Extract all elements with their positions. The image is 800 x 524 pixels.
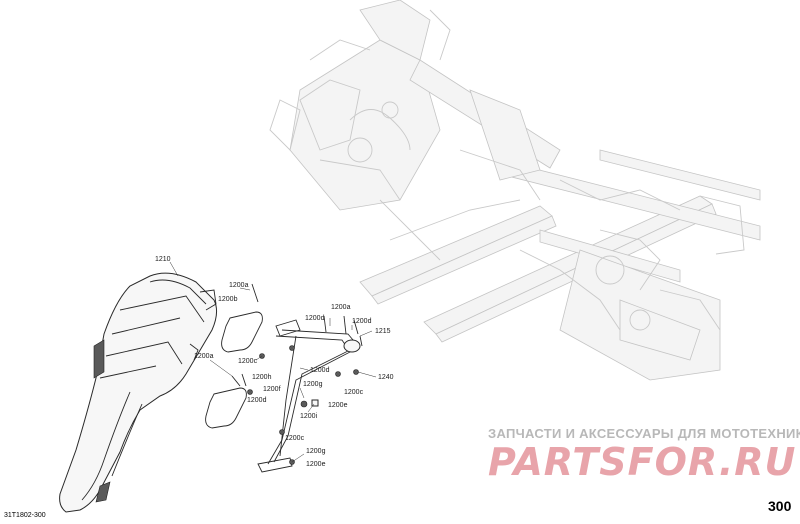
leader-lines bbox=[169, 261, 377, 463]
callout-1200i: 1200i bbox=[300, 413, 318, 420]
callout-labels: 1210 1200a 1200b 1200a 1200d 1215 1200d … bbox=[155, 256, 394, 468]
callout-1200f: 1200f bbox=[263, 386, 281, 393]
callout-1215: 1215 bbox=[375, 328, 391, 335]
bracket-assembly bbox=[205, 283, 363, 473]
callout-1200c: 1200c bbox=[344, 389, 364, 396]
callout-1200g: 1200g bbox=[303, 381, 323, 388]
callout-1200d: 1200d bbox=[310, 367, 330, 374]
callout-1200a: 1200a bbox=[194, 353, 214, 360]
callout-1200c: 1200c bbox=[238, 358, 258, 365]
callout-1200a: 1200a bbox=[229, 282, 249, 289]
drawing-reference: 31T1802-300 bbox=[4, 512, 46, 519]
callout-1200e: 1200e bbox=[328, 402, 348, 409]
callout-1200g: 1200g bbox=[306, 448, 326, 455]
callout-1200d: 1200d bbox=[352, 318, 372, 325]
callout-1200h: 1200h bbox=[252, 374, 272, 381]
callout-1200a: 1200a bbox=[331, 304, 351, 311]
callout-1200d: 1200d bbox=[247, 397, 267, 404]
callout-1200b: 1200b bbox=[218, 296, 238, 303]
callout-1240: 1240 bbox=[378, 374, 394, 381]
callout-1200d: 1200d bbox=[305, 315, 325, 322]
callout-1200e: 1200e bbox=[306, 461, 326, 468]
vehicle-frame-ghost bbox=[269, 0, 761, 381]
callout-1210: 1210 bbox=[155, 256, 171, 263]
callout-1200c: 1200c bbox=[285, 435, 305, 442]
page-number: 300 bbox=[768, 498, 792, 514]
gun-boot-1210 bbox=[59, 272, 218, 513]
watermark-logo: PARTSFOR.RU bbox=[488, 440, 797, 484]
watermark-tagline: ЗАПЧАСТИ И АКСЕССУАРЫ ДЛЯ МОТОТЕХНИКИ bbox=[488, 426, 800, 441]
